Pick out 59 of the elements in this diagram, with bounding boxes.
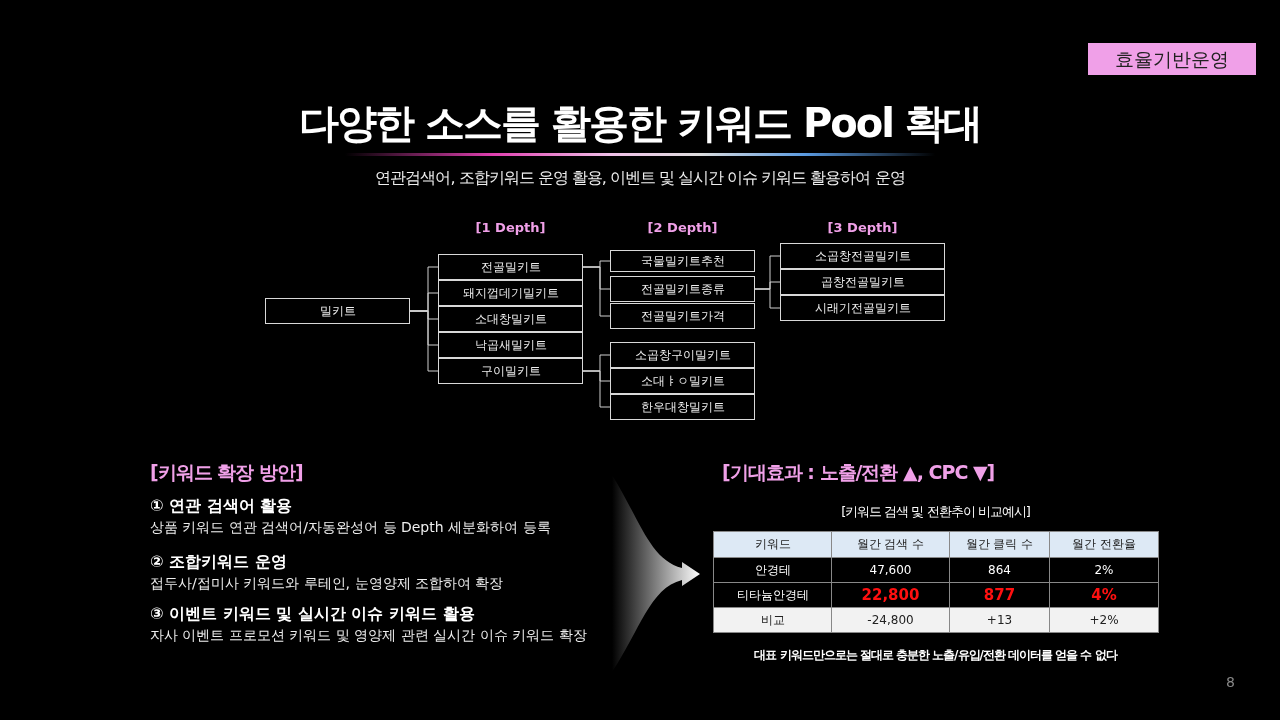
- keyword-text: 전골밀키트종류: [640, 280, 725, 298]
- bracket-connector: [582, 370, 611, 408]
- item-description: 상품 키워드 연관 검색어/자동완성어 등 Depth 세분화하여 등록: [150, 519, 551, 537]
- section-heading: [키워드 확장 방안]: [150, 460, 303, 485]
- status-badge: 효율기반운영: [1088, 43, 1256, 75]
- bracket-connector: [409, 310, 439, 372]
- header-cell: 키워드: [713, 531, 832, 558]
- item-heading: ② 조합키워드 운영: [150, 552, 287, 573]
- item-heading: ① 연관 검색어 활용: [150, 496, 293, 517]
- keyword-box: [438, 358, 583, 384]
- keyword-box: [438, 280, 583, 306]
- keyword-box: [610, 276, 755, 302]
- keyword-box: [610, 303, 755, 329]
- table-cell: +13: [949, 607, 1050, 633]
- table-cell: +2%: [1049, 607, 1159, 633]
- keyword-box: [610, 368, 755, 394]
- header-cell: 월간 클릭 수: [949, 531, 1050, 558]
- bracket-connector: [754, 288, 781, 309]
- item-heading: ③ 이벤트 키워드 및 실시간 이슈 키워드 활용: [150, 604, 475, 625]
- column-header: [3 Depth]: [826, 220, 899, 235]
- column-header: [1 Depth]: [474, 220, 547, 235]
- keyword-text: 돼지껍데기밀키트: [462, 284, 559, 302]
- column-header: [2 Depth]: [646, 220, 719, 235]
- keyword-text: 소대ㅑㅇ밀키트: [640, 372, 725, 390]
- keyword-text: 전골밀키트: [480, 258, 541, 276]
- table-caption: [키워드 검색 및 전환추이 비교예시]: [840, 503, 1031, 521]
- section-heading: [기대효과 : 노출/전환 ▲, CPC ▼]: [722, 460, 995, 485]
- header-cell: 월간 검색 수: [831, 531, 950, 558]
- footnote: 대표 키워드만으로는 절대로 충분한 노출/유입/전환 데이터를 얻을 수 없다: [753, 647, 1119, 664]
- table-cell: -24,800: [831, 607, 950, 633]
- keyword-box: [780, 243, 945, 269]
- page-number: 8: [1226, 674, 1235, 690]
- keyword-box: [610, 250, 755, 272]
- keyword-box: [438, 332, 583, 358]
- keyword-box: [780, 295, 945, 321]
- keyword-text: 소곱창전골밀키트: [814, 247, 911, 265]
- bracket-connector: [582, 266, 611, 317]
- keyword-box: [438, 306, 583, 332]
- keyword-text: 낙곱새밀키트: [474, 336, 547, 354]
- keyword-text: 구이밀키트: [480, 362, 541, 380]
- keyword-box: [438, 254, 583, 280]
- keyword-box: [265, 298, 410, 324]
- slide-title: 다양한 소스를 활용한 키워드 Pool 확대: [298, 99, 982, 148]
- item-description: 자사 이벤트 프로모션 키워드 및 영양제 관련 실시간 이슈 키워드 확장: [150, 627, 587, 645]
- subtitle: 연관검색어, 조합키워드 운영 활용, 이벤트 및 실시간 이슈 키워드 활용하여 운영: [374, 168, 906, 189]
- keyword-text: 소곱창구이밀키트: [634, 346, 731, 364]
- keyword-box: [610, 394, 755, 420]
- keyword-box: [780, 269, 945, 295]
- item-description: 접두사/접미사 키워드와 루테인, 눈영양제 조합하여 확장: [150, 575, 504, 593]
- keyword-text: 국물밀키트추천: [640, 252, 725, 270]
- header-cell: 월간 전환율: [1049, 531, 1159, 558]
- table-cell: 비교: [713, 607, 832, 633]
- keyword-text: 곱창전골밀키트: [820, 273, 905, 291]
- keyword-text: 소대창밀키트: [474, 310, 547, 328]
- keyword-text: 한우대창밀키트: [640, 398, 725, 416]
- keyword-text: 전골밀키트가격: [640, 307, 725, 325]
- keyword-text: 시래기전골밀키트: [814, 299, 911, 317]
- keyword-box: [610, 342, 755, 368]
- keyword-text: 밀키트: [319, 302, 356, 320]
